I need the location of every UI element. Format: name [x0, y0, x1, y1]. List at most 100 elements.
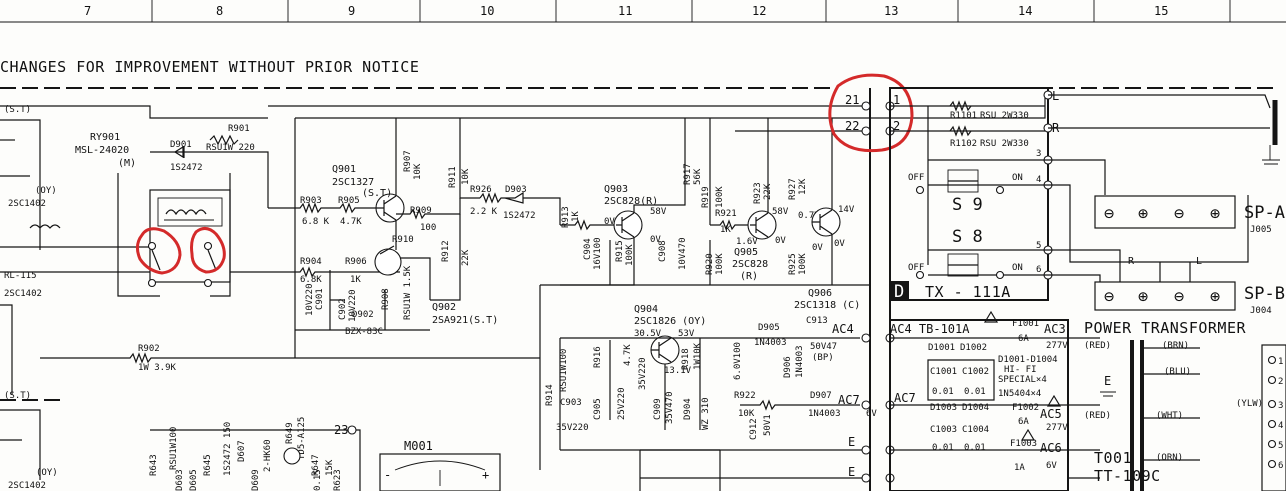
r1101-ref: R1101: [950, 111, 977, 121]
d904-part: WZ 310: [701, 397, 711, 430]
r907-value: 10K: [413, 163, 423, 180]
spb-term-1: ⊖: [1104, 287, 1114, 307]
s8-label: S 8: [952, 227, 983, 247]
r901-ref: R901: [228, 124, 250, 134]
spa-jack: J005: [1250, 225, 1272, 235]
f1003-ref: F1003: [1010, 439, 1037, 449]
f1001-ref: F1001: [1012, 319, 1039, 329]
diode-note-2: HI- FI: [1004, 365, 1037, 375]
r922-value: 10K: [738, 409, 755, 419]
tb-d1001: D1001: [928, 343, 955, 353]
r623-ref: R623: [333, 469, 343, 491]
r902-value: 1W 3.9K: [138, 363, 177, 373]
conn-pin3: 3: [1036, 149, 1041, 159]
e1-label: E: [848, 435, 855, 449]
q903-vc: 58V: [650, 207, 667, 217]
r921-volt: 1.6V: [736, 237, 758, 247]
c902-value: 10V220: [348, 289, 358, 322]
c904-ref: C904: [583, 238, 593, 260]
wire-orn: (ORN): [1156, 453, 1183, 463]
r918-ref: R918: [681, 348, 691, 370]
ry901-ref: RY901: [90, 132, 120, 143]
power-tf-title: POWER TRANSFORMER: [1084, 319, 1246, 337]
f1001-amp: 6A: [1018, 334, 1029, 344]
grid-col-8: 8: [216, 4, 223, 18]
c909-ref: C909: [653, 398, 663, 420]
ry901-sub: (M): [118, 158, 136, 169]
spb-term-3: ⊖: [1174, 287, 1184, 307]
r925-ref: R925: [788, 253, 798, 275]
r912-value: 22K: [461, 249, 471, 266]
r919-ref: R919: [701, 186, 711, 208]
d901-part: 1S2472: [170, 163, 203, 173]
s8-off: OFF: [908, 263, 924, 273]
tf-pin-4: 4: [1278, 421, 1283, 431]
speaker-terminals: ⊖ ⊕ ⊖ ⊕ SP-A J005 R L ⊖ ⊕ ⊖ ⊕ SP-B J004: [1048, 94, 1285, 316]
c907-value: 6.0V100: [733, 342, 743, 380]
d906-part: 1N4003: [795, 345, 805, 378]
r902: R902 1W 3.9K: [11, 344, 540, 395]
d605-ref: D605: [189, 469, 199, 491]
q905-ve: 0V: [775, 236, 786, 246]
r907-ref: R907: [403, 150, 413, 172]
r911-d903: R911 10K R926 2.2 K D903 1S2472: [448, 118, 561, 225]
r901-value: RSU1W 220: [206, 143, 255, 153]
r1102-ref: R1102: [950, 139, 977, 149]
r927-ref: R927: [788, 178, 798, 200]
tb-c1002-val: 0.01: [964, 387, 986, 397]
conn-pin6: 6: [1036, 265, 1041, 275]
r908-value: RSU1W 1.5K: [403, 265, 413, 320]
q904-ve: 13.1V: [664, 366, 692, 376]
tb-c1001: C1001: [930, 367, 957, 377]
tb101-name: AC4 TB-101A: [890, 322, 970, 336]
d905-ref: D905: [758, 323, 780, 333]
s9-on: ON: [1012, 173, 1023, 183]
q901-sub: (S.T): [362, 188, 392, 199]
c903-ref: C903: [560, 398, 582, 408]
wire-red1: (RED): [1084, 341, 1111, 351]
r918-value: 1W10K: [693, 342, 703, 370]
r902-ref: R902: [138, 344, 160, 354]
grid-col-9: 9: [348, 4, 355, 18]
c913-sub: (BP): [812, 353, 834, 363]
tb101-ac7: AC7: [894, 391, 916, 405]
r905-ref: R905: [338, 196, 360, 206]
grid-col-7: 7: [84, 4, 91, 18]
relay-ref-label: RL-115: [4, 271, 37, 281]
q904-vb: 30.5V: [634, 329, 662, 339]
tf-pin-6: 6: [1278, 461, 1283, 471]
c913-value: 50V47: [810, 342, 837, 352]
f1002-volt: 277V: [1046, 423, 1068, 433]
tr-bot-label: 2SC1402: [8, 481, 46, 491]
st-top-label: (S.T): [4, 105, 31, 115]
f1002-ref: F1002: [1012, 403, 1039, 413]
f1002-amp: 6A: [1018, 417, 1029, 427]
wire-ylw: (YLW): [1236, 399, 1263, 409]
r927-value: 12K: [798, 178, 808, 195]
notice-text: CHANGES FOR IMPROVEMENT WITHOUT PRIOR NO…: [0, 58, 419, 76]
tb101-ac5: AC5: [1040, 407, 1062, 421]
conn-L: L: [1052, 89, 1059, 103]
r649-ref: R649: [285, 422, 295, 444]
tx-board-name: TX - 111A: [925, 283, 1011, 301]
s8-on: ON: [1012, 263, 1023, 273]
r912-ref: R912: [441, 240, 451, 262]
r921-value: 1K: [720, 225, 731, 235]
q904-region: Q904 2SC1826 (OY) 30.5V 53V 13.1V R914 R…: [545, 304, 877, 491]
tr-mid-label: 2SC1402: [4, 289, 42, 299]
tb-c1002: C1002: [962, 367, 989, 377]
d609-ref: D609: [251, 469, 261, 491]
q905-ref: Q905: [734, 247, 758, 258]
r925-volt: 0V: [812, 243, 823, 253]
grid-col-10: 10: [480, 4, 494, 18]
tb-c1004-val: 0.01: [964, 443, 986, 453]
tb-c1001-val: 0.01: [932, 387, 954, 397]
d903-part: 1S2472: [503, 211, 536, 221]
d901-ref: D901: [170, 140, 192, 150]
r903-ref: R903: [300, 196, 322, 206]
r904-value: 6.8K: [300, 275, 322, 285]
r921-ref: R921: [715, 209, 737, 219]
r910-ref: R910: [392, 235, 414, 245]
conn-pin5: 5: [1036, 241, 1041, 251]
